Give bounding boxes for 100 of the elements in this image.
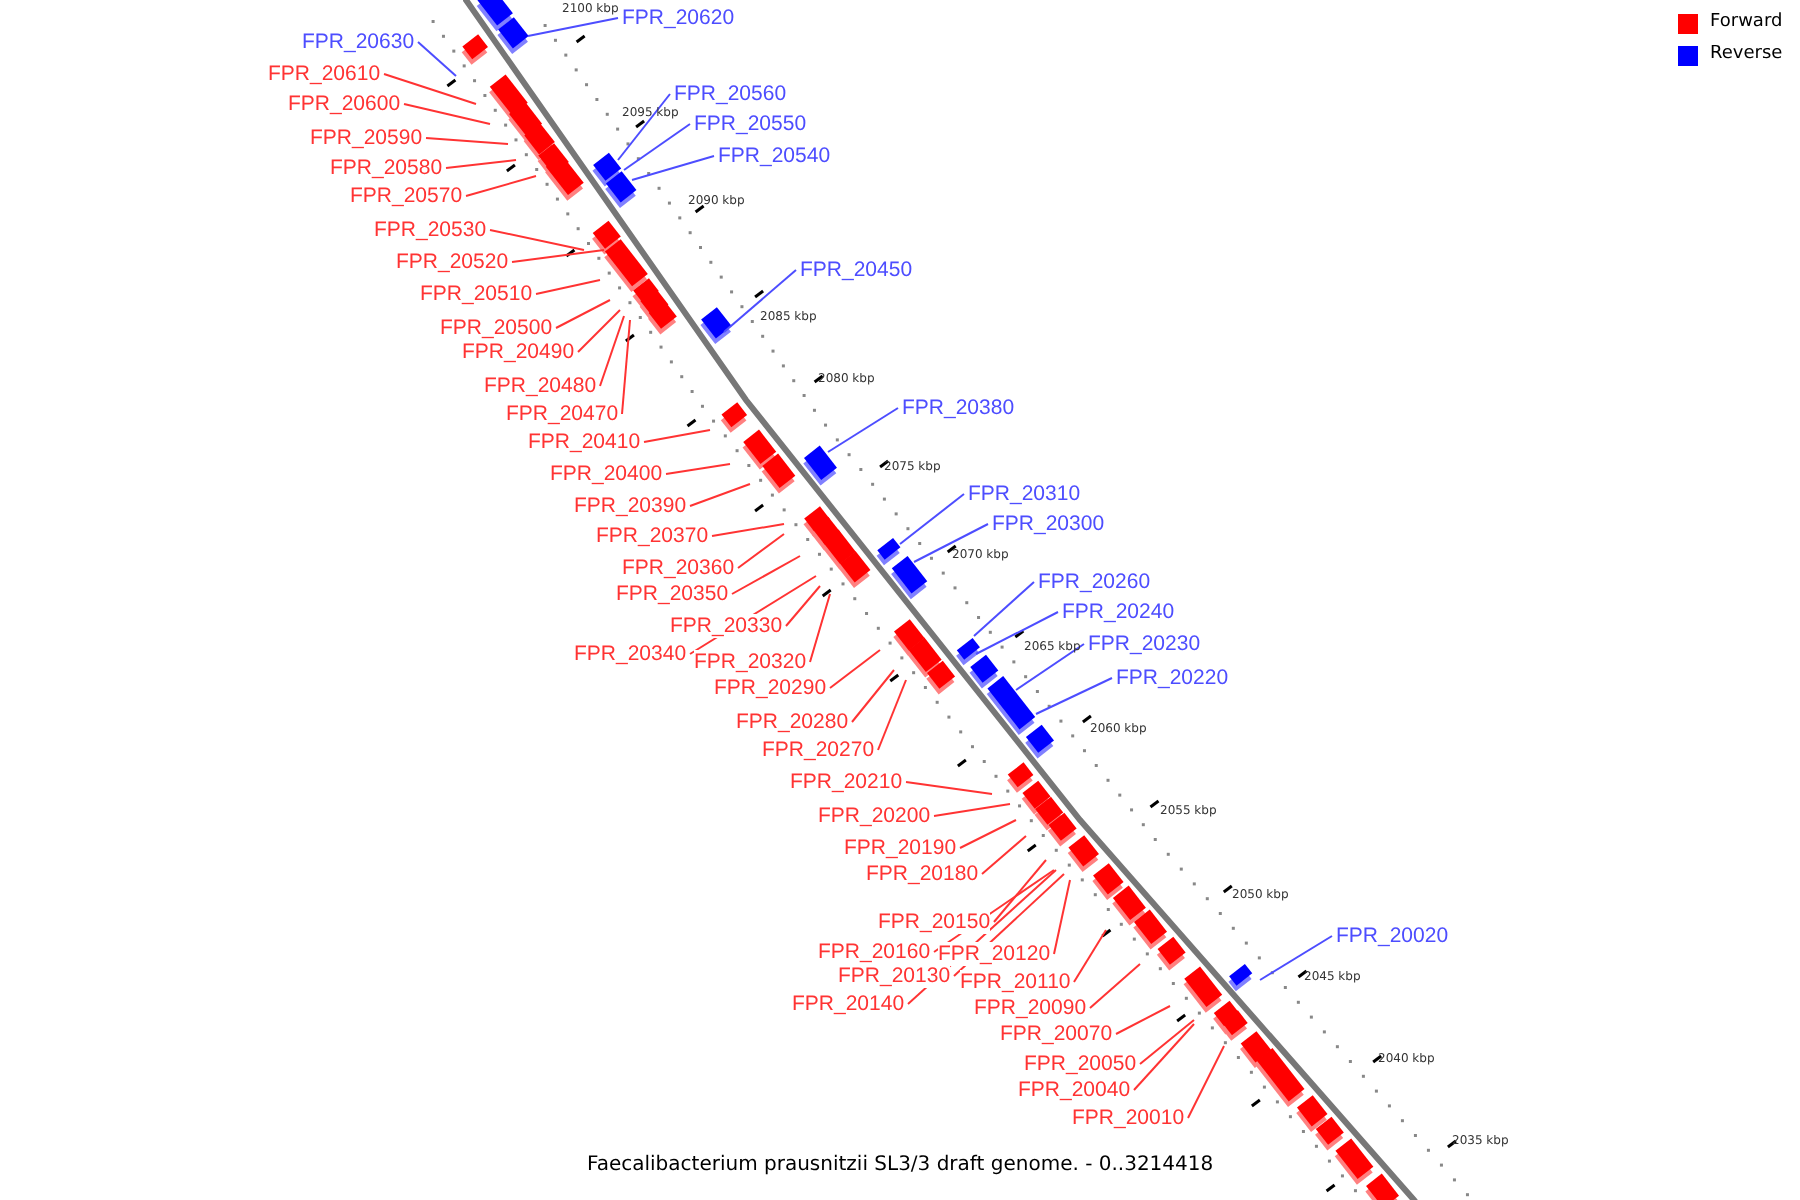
- gene-label: FPR_20210: [790, 770, 903, 794]
- gene-label: FPR_20630: [302, 30, 415, 54]
- gene-label: FPR_20140: [792, 992, 905, 1016]
- gene-label: FPR_20600: [288, 92, 401, 116]
- gene-label: FPR_20270: [762, 738, 875, 762]
- legend-label: Reverse: [1710, 44, 1783, 66]
- leader-line: [403, 103, 491, 125]
- gene-label: FPR_20490: [462, 340, 575, 364]
- leader-line: [1073, 929, 1107, 983]
- leader-line: [975, 611, 1059, 655]
- gene-label: FPR_20130: [838, 964, 951, 988]
- caption: Faecalibacterium prausnitzii SL3/3 draft genome. - 0..3214418: [587, 1154, 1214, 1176]
- leader-line: [465, 175, 537, 197]
- leader-line: [711, 523, 785, 537]
- leader-line: [425, 137, 509, 145]
- leader-line: [1115, 1005, 1171, 1035]
- gene-label: FPR_20520: [396, 250, 509, 274]
- leader-line: [899, 493, 965, 545]
- gene-label: FPR_20340: [574, 642, 687, 666]
- leader-line: [913, 523, 989, 563]
- leader-line: [535, 279, 601, 295]
- gene-label: FPR_20330: [670, 614, 783, 638]
- leader-line: [731, 555, 801, 595]
- gene-label: FPR_20360: [622, 556, 735, 580]
- gene-label: FPR_20110: [960, 970, 1071, 994]
- leader-line: [631, 155, 715, 181]
- leader-line: [1187, 1045, 1225, 1119]
- gene-label: FPR_20220: [1116, 666, 1229, 690]
- leader-line: [643, 429, 711, 443]
- gene-label: FPR_20050: [1024, 1052, 1137, 1076]
- gene-label: FPR_20300: [992, 512, 1105, 536]
- leader-line: [511, 249, 605, 263]
- leader-line: [809, 593, 831, 663]
- gene-label: FPR_20470: [506, 402, 619, 426]
- gene-label: FPR_20070: [1000, 1022, 1113, 1046]
- gene-label: FPR_20090: [974, 996, 1087, 1020]
- gene-label: FPR_20480: [484, 374, 597, 398]
- leader-line: [623, 123, 691, 171]
- gene-label: FPR_20530: [374, 218, 487, 242]
- gene-label: FPR_20620: [622, 6, 735, 30]
- gene-label: FPR_20580: [330, 156, 443, 180]
- leader-line: [723, 269, 797, 333]
- leader-line: [617, 93, 671, 161]
- gene-label: FPR_20390: [574, 494, 687, 518]
- gene-label: FPR_20200: [818, 804, 931, 828]
- leader-line: [829, 649, 881, 689]
- gene-label: FPR_20120: [938, 942, 1051, 966]
- gene-label: FPR_20310: [968, 482, 1081, 506]
- gene-label: FPR_20510: [420, 282, 533, 306]
- leader-line: [1139, 1019, 1195, 1065]
- gene-label: FPR_20190: [844, 836, 957, 860]
- leader-line: [785, 585, 821, 627]
- leader-line: [555, 299, 611, 329]
- gene-label: FPR_20400: [550, 462, 663, 486]
- gene-label: FPR_20370: [596, 524, 709, 548]
- gene-label: FPR_20560: [674, 82, 787, 106]
- gene-label: FPR_20570: [350, 184, 463, 208]
- leader-line: [981, 835, 1027, 875]
- gene-label: FPR_20540: [718, 144, 831, 168]
- gene-label: FPR_20280: [736, 710, 849, 734]
- leader-line: [383, 73, 477, 105]
- leader-line: [1015, 643, 1085, 691]
- leader-line: [599, 315, 625, 387]
- leader-line: [905, 781, 993, 795]
- gene-label: FPR_20240: [1062, 600, 1175, 624]
- leader-line: [1053, 879, 1071, 955]
- leader-line: [577, 309, 621, 353]
- gene-label: FPR_20150: [878, 910, 991, 934]
- leader-line: [1259, 935, 1333, 981]
- leader-line: [489, 229, 585, 251]
- leader-line: [621, 319, 631, 415]
- gene-label: FPR_20450: [800, 258, 913, 282]
- gene-label: FPR_20550: [694, 112, 807, 136]
- leader-line: [827, 407, 899, 453]
- leader-line: [527, 17, 619, 37]
- leader-line: [737, 533, 785, 569]
- leader-line: [973, 581, 1035, 637]
- gene-label: FPR_20290: [714, 676, 827, 700]
- leader-line: [445, 159, 517, 169]
- gene-label: FPR_20260: [1038, 570, 1151, 594]
- gene-label: FPR_20180: [866, 862, 979, 886]
- leader-line: [417, 41, 457, 77]
- gene-label: FPR_20040: [1018, 1078, 1131, 1102]
- gene-label: FPR_20410: [528, 430, 641, 454]
- leader-line: [665, 463, 731, 475]
- gene-label: FPR_20380: [902, 396, 1015, 420]
- leader-line: [959, 819, 1017, 849]
- legend-label: Forward: [1710, 12, 1783, 34]
- leader-line: [1089, 963, 1141, 1009]
- leader-line: [689, 483, 751, 507]
- gene-label: FPR_20230: [1088, 632, 1201, 656]
- leader-line: [933, 803, 1011, 817]
- gene-label: FPR_20350: [616, 582, 729, 606]
- leader-line: [1133, 1023, 1195, 1091]
- leader-line: [1035, 677, 1113, 715]
- gene-label: FPR_20160: [818, 940, 931, 964]
- leader-line: [877, 679, 907, 751]
- gene-label: FPR_20010: [1072, 1106, 1185, 1130]
- gene-label: FPR_20610: [268, 62, 381, 86]
- gene-label: FPR_20590: [310, 126, 423, 150]
